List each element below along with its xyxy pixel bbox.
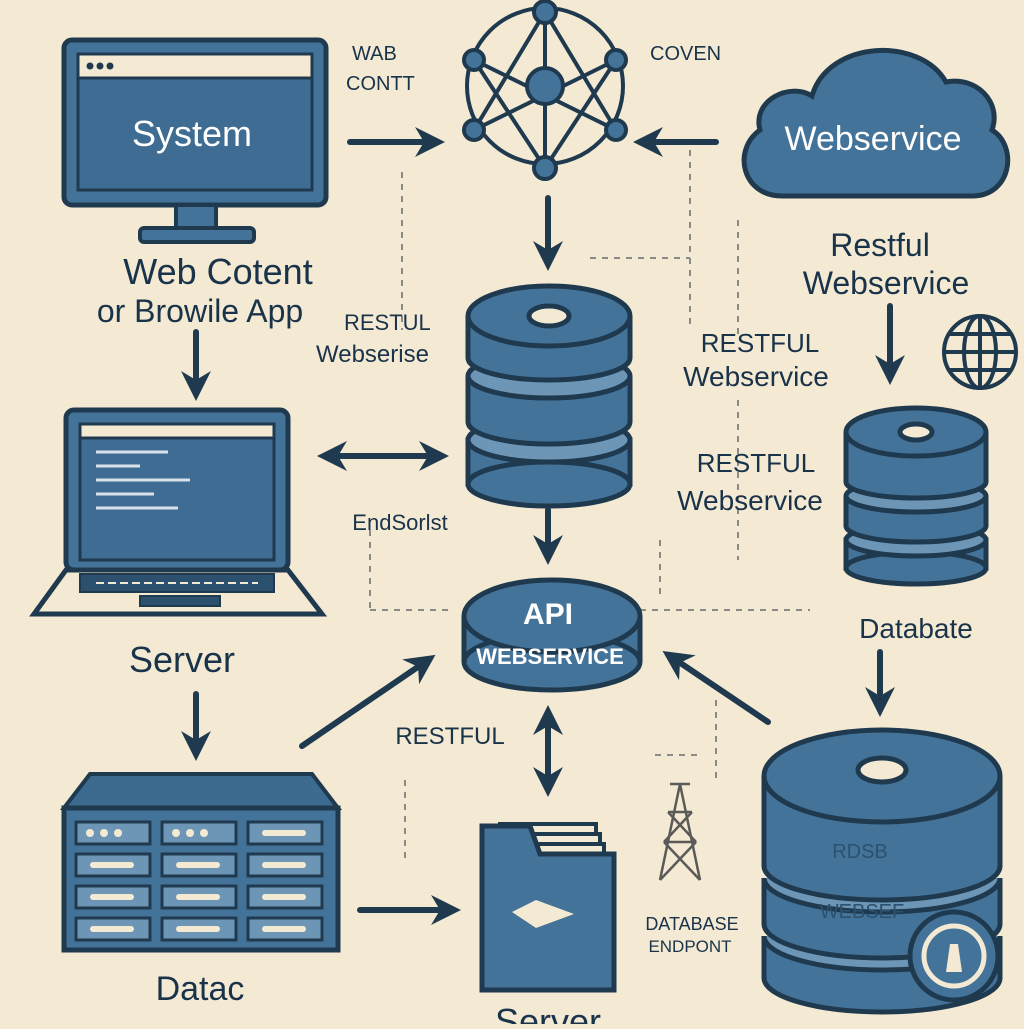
datac-label: Datac [156, 970, 245, 1008]
browile-app-label: or Browile App [97, 293, 303, 329]
restful-mid2-label: RESTFUL [697, 448, 815, 478]
webservice-mid2-label: Webservice [677, 485, 823, 516]
endsorlst-label: EndSorlst [352, 510, 447, 535]
database-icon [465, 283, 633, 509]
wab-label: WAB [352, 43, 397, 65]
webservice-right-label: Webservice [803, 265, 970, 301]
api-webservice-icon [461, 577, 643, 693]
dashed-guides [369, 150, 810, 860]
coven-label: COVEN [650, 43, 721, 65]
tower-icon [658, 782, 702, 881]
arrows [181, 127, 905, 925]
database-right-label: Databate [859, 613, 973, 644]
arrow-bigdb-to-api [662, 650, 771, 725]
server-rack-icon [59, 772, 343, 953]
big-db-label-bottom: WEBSEF [820, 901, 904, 923]
laptop-icon [29, 407, 328, 617]
system-label: System [132, 113, 252, 154]
webserise-left-label: Webserise [316, 341, 429, 368]
api-label: API [523, 598, 573, 631]
server-left-label: Server [129, 639, 235, 680]
bell-icon [907, 909, 1001, 1003]
network-hub-icon [462, 0, 628, 181]
big-db-label-top: RDSB [832, 841, 888, 863]
database-icon-right [843, 405, 989, 587]
web-cotent-label: Web Cotent [123, 251, 312, 292]
server-bottom-label: Server [495, 1001, 601, 1024]
globe-icon [942, 314, 1018, 390]
restful-left-label: RESTUL [344, 310, 431, 335]
database-endpoint-label: DATABASE [645, 914, 738, 934]
api-webservice-label: WEBSERVICE [476, 644, 624, 669]
folder-icon [479, 822, 617, 993]
restful-mid-label: RESTFUL [701, 328, 819, 358]
cloud-icon [741, 47, 1011, 199]
monitor-icon [61, 37, 329, 244]
restful-bottom-label: RESTFUL [395, 723, 504, 750]
endpoint-label: ENDPONT [648, 937, 731, 956]
webservice-cloud-label: Webservice [785, 120, 962, 158]
contt-label: CONTT [346, 73, 415, 95]
arrow-rack-to-api [299, 654, 436, 749]
webservice-mid-label: Webservice [683, 361, 829, 392]
restful-right-label: Restful [830, 227, 930, 263]
